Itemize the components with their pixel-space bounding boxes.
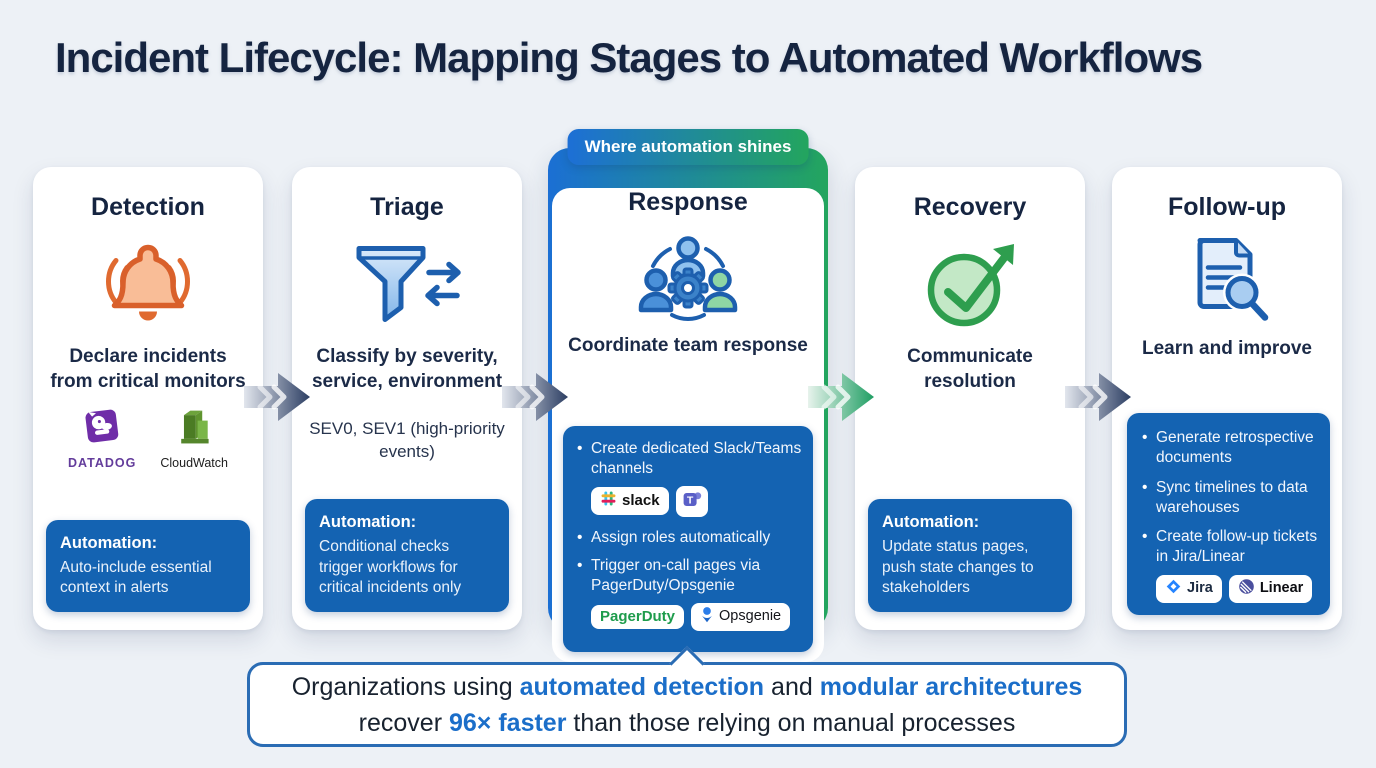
tool-label: slack	[622, 492, 660, 510]
stage-title: Triage	[370, 193, 444, 221]
jira-icon	[1165, 578, 1182, 600]
callout-text: and	[764, 672, 820, 701]
stage-title: Follow-up	[1167, 193, 1287, 221]
stage-description: Learn and improve	[1142, 338, 1312, 359]
callout-text: Organizations using	[291, 672, 520, 701]
stage-title: Recovery	[913, 193, 1027, 221]
funnel-arrows-icon	[292, 226, 522, 338]
stage-title: Detection	[91, 193, 205, 221]
bullet-item: Create follow-up tickets in Jira/Linear	[1139, 527, 1320, 567]
tool-label: DATADOG	[68, 456, 137, 471]
automation-text: Update status pages, push state changes …	[882, 538, 1034, 597]
automation-label: Automation:	[60, 533, 158, 552]
bullet-item: Assign roles automatically	[574, 528, 802, 548]
check-growth-icon	[855, 226, 1085, 338]
stage-card-triage: Triage Classify by severity, service, en…	[292, 167, 522, 630]
stage-card-response: Where automation shines Response	[548, 129, 828, 662]
tool-logo-cloudwatch: CloudWatch	[160, 406, 228, 470]
tool-badge-pagerduty: PagerDuty	[591, 605, 685, 629]
teams-icon: T	[682, 489, 702, 514]
highlight-badge: Where automation shines	[567, 129, 809, 165]
pagerduty-logo: PagerDuty	[600, 608, 676, 625]
bullet-item: Generate retrospective documents	[1139, 428, 1320, 468]
tool-badge-linear: Linear	[1228, 575, 1313, 603]
tool-badge-slack: slack	[591, 487, 669, 516]
document-search-icon	[1112, 226, 1342, 330]
stage-title: Response	[628, 188, 748, 216]
callout-banner: Organizations using automated detection …	[247, 645, 1127, 747]
tool-badge-jira: Jira	[1156, 575, 1222, 603]
stage-card-recovery: Recovery Communicate resolution Automati…	[855, 167, 1085, 630]
stage-card-detection: Detection Declare incidents from critica…	[33, 167, 263, 630]
datadog-icon	[80, 406, 124, 453]
opsgenie-icon	[700, 606, 714, 628]
stage-card-followup: Follow-up Learn and improve Generate ret…	[1112, 167, 1342, 630]
callout-highlight: automated detection	[519, 672, 765, 701]
stage-description: Coordinate team response	[568, 335, 808, 356]
severity-note: SEV0, SEV1 (high-priority events)	[309, 419, 505, 462]
automation-panel: Automation: Conditional checks trigger w…	[305, 499, 509, 612]
flow-arrow-icon	[1065, 371, 1131, 428]
tool-badge-opsgenie: Opsgenie	[691, 603, 791, 631]
automation-text: Auto-include essential context in alerts	[60, 558, 212, 597]
bullet-item: Sync timelines to data warehouses	[1139, 478, 1320, 518]
cloudwatch-icon	[173, 406, 215, 453]
stage-description: Declare incidents from critical monitors	[50, 346, 246, 393]
tool-label: Linear	[1259, 580, 1304, 597]
callout-highlight: 96× faster	[448, 708, 567, 737]
flow-arrow-icon	[808, 371, 874, 428]
automation-label: Automation:	[882, 513, 980, 532]
tool-label: Opsgenie	[719, 608, 782, 625]
svg-text:T: T	[686, 494, 693, 506]
automation-detail-panel: Create dedicated Slack/Teams channels sl…	[563, 425, 813, 652]
tool-label: CloudWatch	[160, 456, 228, 471]
tool-logo-row: DATADOG CloudWatch	[33, 406, 263, 470]
tool-logo-datadog: DATADOG	[68, 406, 136, 470]
flow-arrow-icon	[244, 371, 310, 428]
linear-icon	[1238, 578, 1255, 600]
automation-panel: Automation: Auto-include essential conte…	[46, 519, 250, 612]
automation-label: Automation:	[319, 513, 417, 532]
team-coordination-icon	[552, 221, 824, 327]
page-title: Incident Lifecycle: Mapping Stages to Au…	[55, 34, 1203, 81]
bullet-item: Create dedicated Slack/Teams channels	[574, 439, 802, 479]
callout-text: recover	[358, 708, 449, 737]
stage-description: Classify by severity, service, environme…	[311, 346, 503, 393]
stage-description: Communicate resolution	[907, 346, 1033, 393]
tool-label: Jira	[1187, 580, 1213, 597]
bell-alert-icon	[33, 226, 263, 338]
callout-line-2: recover 96× faster than those relying on…	[250, 705, 1124, 741]
slack-icon	[600, 490, 617, 512]
bullet-item: Trigger on-call pages via PagerDuty/Opsg…	[574, 556, 802, 596]
automation-panel: Automation: Update status pages, push st…	[868, 499, 1072, 612]
callout-highlight: modular architectures	[819, 672, 1083, 701]
automation-text: Conditional checks trigger workflows for…	[319, 538, 462, 597]
automation-detail-panel: Generate retrospective documents Sync ti…	[1127, 413, 1330, 615]
callout-text: than those relying on manual processes	[566, 708, 1016, 737]
tool-badge-teams: T	[675, 485, 708, 517]
flow-arrow-icon	[502, 371, 568, 428]
callout-line-1: Organizations using automated detection …	[250, 669, 1124, 705]
